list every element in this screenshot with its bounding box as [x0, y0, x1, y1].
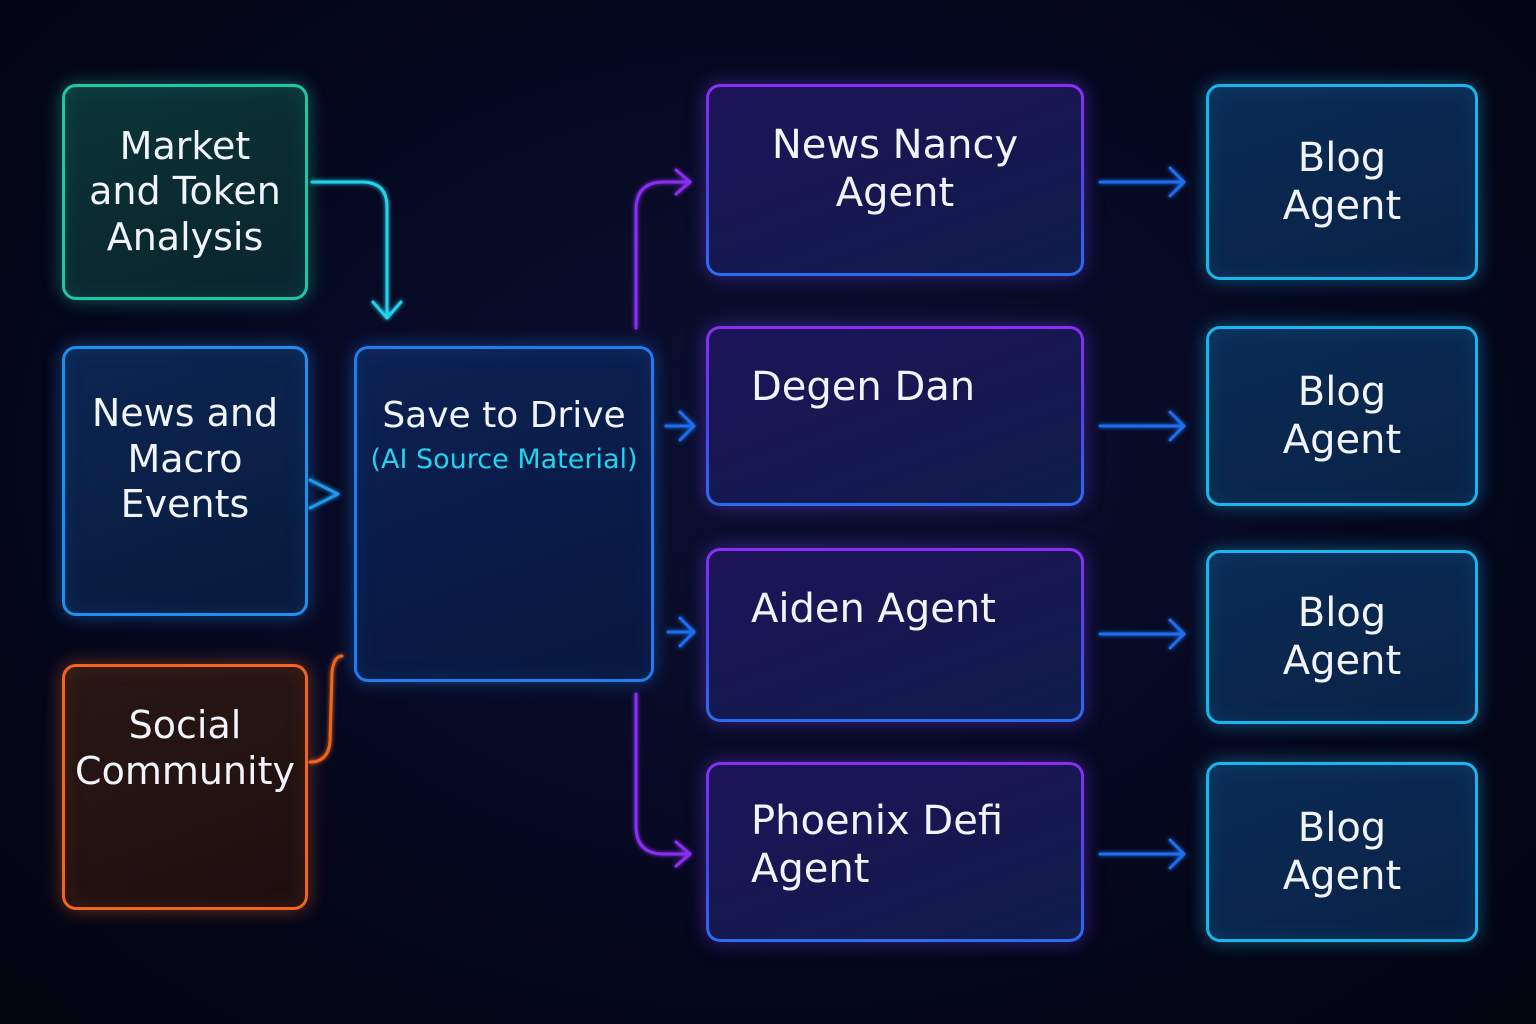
hub-title: Save to Drive — [382, 395, 626, 436]
agent-news-nancy: News Nancy Agent — [706, 84, 1084, 276]
connector-agent-3-to-blog — [1098, 618, 1186, 650]
agent-label: Degen Dan — [751, 364, 976, 410]
agent-label: Phoenix Defi Agent — [751, 798, 1004, 892]
output-blog-agent-3: Blog Agent — [1206, 550, 1478, 724]
arrowhead-market-to-hub — [371, 300, 403, 320]
arrowhead-hub-to-agent-2 — [664, 410, 696, 442]
output-blog-agent-2: Blog Agent — [1206, 326, 1478, 506]
connector-agent-2-to-blog — [1098, 410, 1186, 442]
output-blog-agent-4: Blog Agent — [1206, 762, 1478, 942]
connector-market-to-hub — [310, 180, 389, 318]
output-blog-agent-1: Blog Agent — [1206, 84, 1478, 280]
output-label: Blog Agent — [1282, 369, 1402, 463]
agent-phoenix-defi: Phoenix Defi Agent — [706, 762, 1084, 942]
connector-social-to-hub — [308, 654, 344, 764]
source-social-community: Social Community — [62, 664, 308, 910]
source-label: Social Community — [75, 703, 295, 793]
source-news-macro-events: News and Macro Events — [62, 346, 308, 616]
arrowhead-news-to-hub — [308, 478, 340, 510]
agent-label: News Nancy Agent — [771, 122, 1019, 216]
agent-degen-dan: Degen Dan — [706, 326, 1084, 506]
arrowhead-hub-to-agent-3 — [666, 616, 696, 648]
connector-agent-1-to-blog — [1098, 166, 1186, 198]
connector-agent-4-to-blog — [1098, 838, 1186, 870]
hub-save-to-drive: Save to Drive (AI Source Material) — [354, 346, 654, 682]
connector-hub-to-agent-1 — [634, 180, 690, 330]
agent-aiden: Aiden Agent — [706, 548, 1084, 722]
agent-label: Aiden Agent — [751, 586, 996, 632]
source-label: Market and Token Analysis — [89, 123, 281, 259]
output-label: Blog Agent — [1282, 135, 1402, 229]
hub-subtitle: (AI Source Material) — [370, 444, 638, 475]
connector-hub-to-agent-4 — [634, 692, 690, 856]
arrowhead-hub-to-agent-1 — [674, 168, 692, 196]
output-label: Blog Agent — [1282, 805, 1402, 899]
source-market-token-analysis: Market and Token Analysis — [62, 84, 308, 300]
output-label: Blog Agent — [1282, 590, 1402, 684]
source-label: News and Macro Events — [91, 391, 279, 527]
arrowhead-hub-to-agent-4 — [674, 840, 692, 868]
